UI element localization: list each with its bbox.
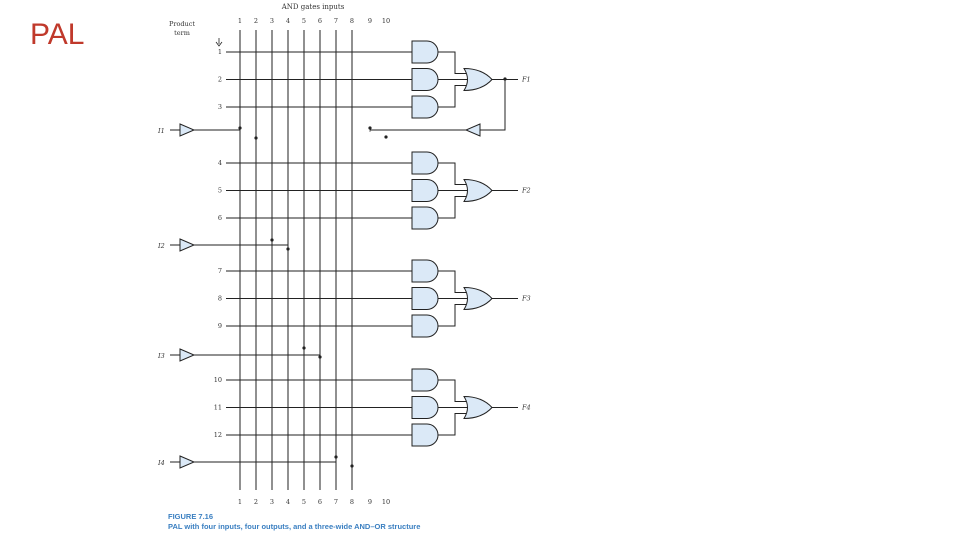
and-gate	[411, 259, 439, 283]
column-number-5: 5	[302, 17, 306, 25]
fuse-dot	[270, 238, 274, 242]
and-gate	[411, 179, 439, 202]
input-label-I4: I4	[157, 459, 165, 467]
and-gate	[411, 287, 439, 310]
and-gate	[411, 206, 439, 230]
product-term-number: 5	[218, 187, 222, 195]
slide-title: PAL	[30, 18, 85, 51]
header-label: AND gates inputs	[281, 3, 345, 11]
product-term-number: 11	[214, 404, 222, 412]
product-term-number: 3	[218, 103, 222, 111]
product-term-number: 4	[218, 159, 222, 167]
and-gate	[411, 368, 439, 392]
product-term-number: 7	[218, 267, 222, 275]
product-term-number: 6	[218, 214, 222, 222]
fuse-dot	[286, 247, 290, 251]
output-label-F4: F4	[521, 404, 531, 412]
product-term-number: 8	[218, 295, 222, 303]
and-gate	[411, 95, 439, 119]
or-gate	[463, 286, 493, 311]
column-number-9: 9	[368, 17, 372, 25]
column-number-8: 8	[350, 498, 354, 506]
column-number-10: 10	[382, 498, 390, 506]
and-or-wire	[438, 51, 466, 74]
column-number-3: 3	[270, 498, 274, 506]
column-number-2: 2	[254, 498, 258, 506]
and-or-wire	[438, 304, 466, 327]
output-label-F1: F1	[521, 76, 531, 84]
arrow-head	[215, 41, 223, 47]
input-label-I2: I2	[157, 242, 165, 250]
column-number-9: 9	[368, 498, 372, 506]
fuse-dot	[334, 455, 338, 459]
column-number-3: 3	[270, 17, 274, 25]
output-label-F3: F3	[521, 295, 531, 303]
input-label-I1: I1	[157, 127, 165, 135]
and-gate	[411, 396, 439, 419]
column-number-1: 1	[238, 17, 242, 25]
and-gate	[411, 40, 439, 64]
column-number-8: 8	[350, 17, 354, 25]
fuse-dot	[254, 136, 258, 140]
and-or-wire	[438, 379, 466, 402]
and-or-wire	[438, 196, 466, 219]
column-number-2: 2	[254, 17, 258, 25]
fuse-dot	[302, 346, 306, 350]
and-gate	[411, 151, 439, 175]
figure-number: FIGURE 7.16	[168, 512, 214, 521]
column-number-10: 10	[382, 17, 390, 25]
column-number-4: 4	[286, 498, 290, 506]
and-or-wire	[438, 85, 466, 108]
column-number-6: 6	[318, 17, 322, 25]
column-number-6: 6	[318, 498, 322, 506]
or-gate	[463, 178, 493, 203]
feedback-line	[480, 79, 506, 131]
column-number-7: 7	[334, 17, 338, 25]
and-gate	[411, 68, 439, 91]
and-or-wire	[438, 413, 466, 436]
input-buffer	[179, 238, 196, 252]
input-buffer	[179, 348, 196, 362]
fuse-dot	[350, 464, 354, 468]
and-gate	[411, 314, 439, 338]
and-gate	[411, 423, 439, 447]
or-gate	[463, 67, 493, 92]
product-term-label: Product	[169, 20, 195, 28]
product-term-number: 12	[214, 431, 222, 439]
or-gate	[463, 395, 493, 420]
column-number-4: 4	[286, 17, 290, 25]
figure-description: PAL with four inputs, four outputs, and …	[168, 522, 421, 531]
column-number-5: 5	[302, 498, 306, 506]
feedback-buffer	[464, 123, 481, 137]
input-buffer	[179, 455, 196, 469]
product-term-number: 2	[218, 76, 222, 84]
column-number-1: 1	[238, 498, 242, 506]
and-or-wire	[438, 162, 466, 185]
product-term-number: 10	[214, 376, 222, 384]
figure-caption: FIGURE 7.16 PAL with four inputs, four o…	[168, 512, 588, 532]
and-or-wire	[438, 270, 466, 293]
column-number-7: 7	[334, 498, 338, 506]
input-buffer	[179, 123, 196, 137]
input-label-I3: I3	[157, 352, 165, 360]
fuse-dot	[384, 135, 388, 139]
output-label-F2: F2	[521, 187, 531, 195]
fuse-dot	[238, 126, 242, 130]
product-term-number: 1	[218, 48, 222, 56]
product-term-label: term	[174, 29, 190, 37]
fuse-dot	[318, 355, 322, 359]
product-term-number: 9	[218, 322, 222, 330]
